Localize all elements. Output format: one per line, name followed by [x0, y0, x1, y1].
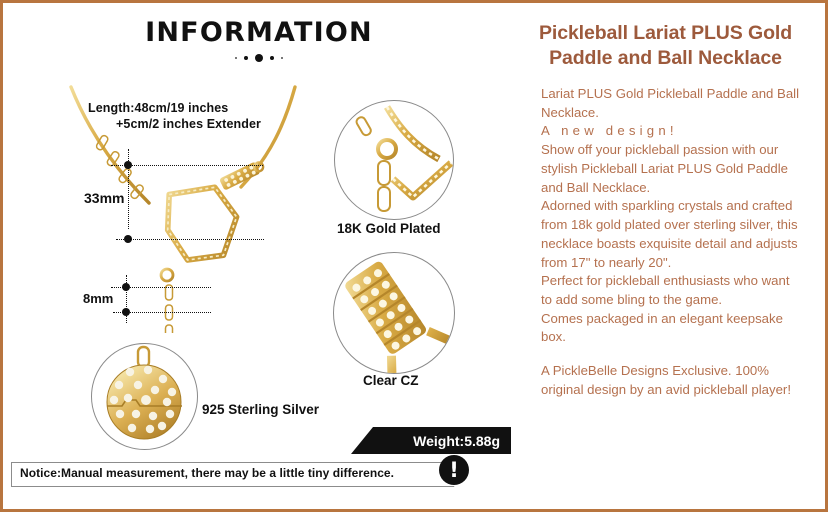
info-panel: INFORMATION — [3, 3, 515, 509]
exclamation-icon: ! — [439, 455, 469, 485]
description-line: Show off your pickleball passion with ou… — [541, 142, 789, 195]
description-line: Lariat PLUS Gold Pickleball Paddle and B… — [541, 85, 800, 120]
detail-circle-sterling-silver — [91, 343, 198, 450]
dot-icon — [255, 54, 263, 62]
paddle-handle-closeup-icon — [345, 261, 454, 373]
necklace-diagram — [69, 85, 297, 333]
dimension-line-top — [111, 165, 263, 166]
detail-label-gold-plated: 18K Gold Plated — [337, 221, 441, 236]
weight-badge: Weight:5.88g — [351, 427, 511, 454]
dimension-marker-dot — [122, 308, 130, 316]
detail-label-clear-cz: Clear CZ — [363, 373, 419, 388]
product-title: Pickleball Lariat PLUS Gold Paddle and B… — [538, 22, 793, 69]
detail-circle-gold-plated — [334, 100, 454, 220]
page-title: INFORMATION — [145, 17, 373, 48]
dot-icon — [244, 56, 248, 60]
product-description: Lariat PLUS Gold Pickleball Paddle and B… — [541, 85, 802, 400]
description-line-new-design: A new design! — [541, 123, 678, 139]
dimension-marker-dot — [122, 283, 130, 291]
detail-label-sterling-silver: 925 Sterling Silver — [202, 402, 320, 417]
description-line: Perfect for pickleball enthusiasts who w… — [541, 273, 790, 307]
dot-icon — [281, 57, 283, 59]
dimension-line-mid — [116, 239, 264, 240]
pendant-height-label: 33mm — [84, 190, 125, 206]
dimension-marker-dot — [124, 235, 132, 243]
dot-icon — [270, 56, 274, 60]
dimension-connector-vertical — [128, 149, 129, 229]
ball-diameter-label: 8mm — [83, 291, 114, 306]
clasp-closeup-icon — [355, 105, 453, 212]
decorative-dots — [3, 53, 515, 63]
ball-dimension-connector — [126, 275, 127, 323]
pickleball-sphere-closeup-icon — [106, 345, 182, 440]
dot-icon — [235, 57, 237, 59]
notice-text: Notice:Manual measurement, there may be … — [20, 466, 395, 480]
ball-dimension-line-top — [111, 287, 211, 288]
description-spacer — [541, 347, 802, 362]
notice-box — [11, 462, 467, 487]
product-details-panel: Pickleball Lariat PLUS Gold Paddle and B… — [515, 3, 828, 509]
length-label-primary: Length:48cm/19 inches — [88, 101, 229, 115]
description-line: Adorned with sparkling crystals and craf… — [541, 198, 798, 270]
detail-circle-clear-cz — [333, 252, 455, 374]
description-line-exclusive: A PickleBelle Designs Exclusive. 100% or… — [541, 363, 791, 397]
information-header: INFORMATION — [3, 17, 515, 63]
ball-dimension-line-bottom — [113, 312, 211, 313]
dimension-marker-dot — [124, 161, 132, 169]
length-label-extender: +5cm/2 inches Extender — [116, 117, 261, 131]
notice-bar: Notice:Manual measurement, there may be … — [11, 455, 499, 487]
description-line: Comes packaged in an elegant keepsake bo… — [541, 310, 783, 345]
